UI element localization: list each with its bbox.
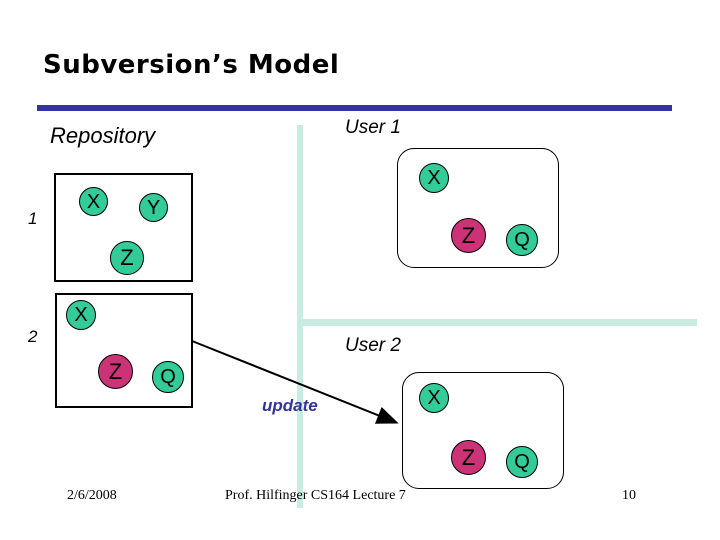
node-q-user2: Q — [506, 446, 538, 478]
node-y-version1: Y — [139, 193, 168, 222]
node-z-version2: Z — [98, 354, 133, 389]
update-arrow-label: update — [262, 396, 318, 415]
node-x-user2: X — [419, 383, 449, 413]
footer-page-number: 10 — [622, 488, 636, 503]
node-q-user1: Q — [506, 224, 538, 256]
node-x-user1: X — [419, 163, 449, 193]
node-z-version1: Z — [110, 241, 144, 275]
version-2-number: 2 — [28, 327, 38, 346]
title-underline-rule — [37, 105, 672, 111]
node-z-user2: Z — [451, 440, 486, 475]
vertical-section-divider — [297, 125, 303, 508]
node-q-version2: Q — [152, 361, 184, 393]
footer-credit: Prof. Hilfinger CS164 Lecture 7 — [225, 488, 406, 503]
version-1-number: 1 — [28, 209, 38, 228]
horizontal-section-divider — [297, 319, 697, 326]
footer-date: 2/6/2008 — [67, 488, 117, 503]
node-x-version2: X — [66, 300, 96, 330]
slide-title: Subversion’s Model — [43, 50, 340, 80]
user1-label: User 1 — [345, 117, 401, 138]
repository-label: Repository — [50, 123, 156, 148]
node-x-version1: X — [79, 187, 108, 216]
node-z-user1: Z — [451, 218, 486, 253]
user2-label: User 2 — [345, 335, 401, 356]
